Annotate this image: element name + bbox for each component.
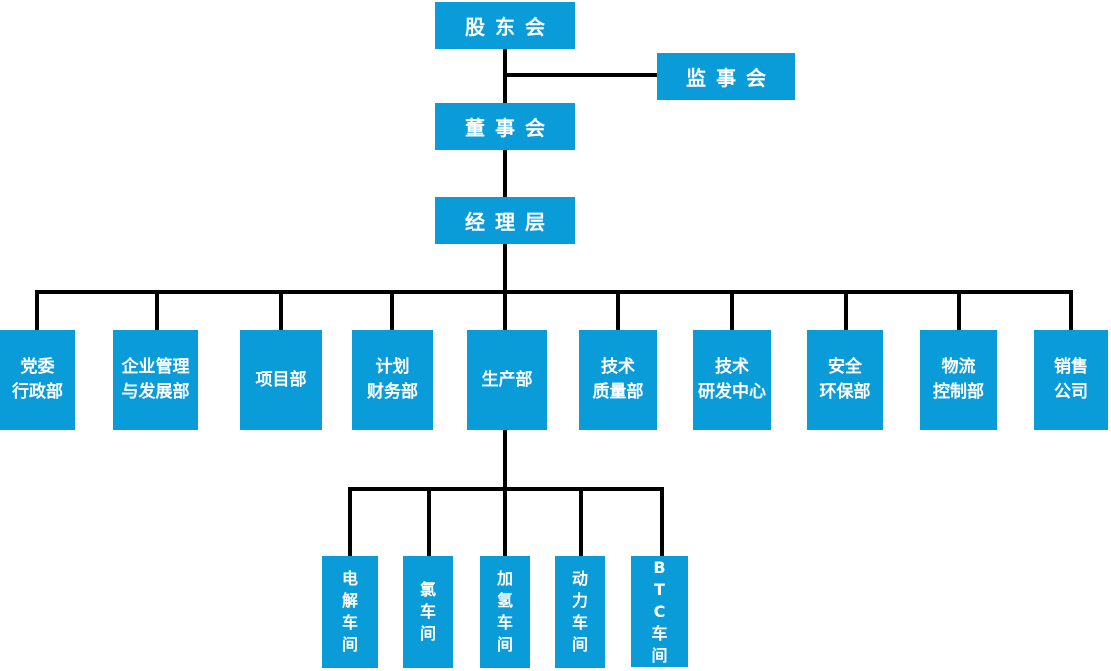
node-dept-planning-finance: 计划 财务部 <box>352 330 433 430</box>
connector-drop-dept-1 <box>35 290 39 330</box>
connector-drop-dept-8 <box>844 290 848 330</box>
connector-drop-ws-3 <box>503 487 507 556</box>
connector-drop-ws-4 <box>579 487 583 556</box>
node-supervisory-board: 监事会 <box>657 53 795 100</box>
node-dept-sales-company: 销售 公司 <box>1034 330 1108 430</box>
node-ws-chlorine: 氯 车 间 <box>403 556 453 668</box>
connector-drop-dept-3 <box>279 290 283 330</box>
node-board-of-directors: 董事会 <box>435 103 575 150</box>
node-dept-enterprise-management: 企业管理 与发展部 <box>113 330 198 430</box>
connector-shareholders-board <box>503 49 507 105</box>
connector-board-management <box>503 150 507 197</box>
node-dept-project: 项目部 <box>240 330 322 430</box>
connector-supervisory-branch <box>505 73 657 77</box>
connector-drop-ws-5 <box>660 487 664 556</box>
connector-drop-dept-4 <box>390 290 394 330</box>
connector-drop-dept-5 <box>503 290 507 330</box>
node-ws-power: 动 力 车 间 <box>555 556 605 668</box>
connector-drop-dept-9 <box>957 290 961 330</box>
node-dept-tech-quality: 技术 质量部 <box>579 330 657 430</box>
connector-drop-dept-7 <box>730 290 734 330</box>
node-dept-production: 生产部 <box>467 330 547 430</box>
node-dept-tech-rd-center: 技术 研发中心 <box>693 330 771 430</box>
node-shareholders-meeting: 股东会 <box>435 2 575 49</box>
connector-drop-dept-10 <box>1069 290 1073 330</box>
connector-management-branch <box>503 244 507 292</box>
node-dept-party-admin: 党委 行政部 <box>0 330 75 430</box>
node-dept-logistics-control: 物流 控制部 <box>920 330 997 430</box>
connector-drop-ws-1 <box>348 487 352 556</box>
connector-drop-ws-2 <box>427 487 431 556</box>
connector-drop-dept-6 <box>616 290 620 330</box>
connector-production-drop <box>503 430 507 490</box>
connector-dept-branch <box>35 290 1073 294</box>
node-management-level: 经理层 <box>435 197 575 244</box>
node-ws-electrolysis: 电 解 车 间 <box>322 556 378 668</box>
connector-drop-dept-2 <box>155 290 159 330</box>
node-ws-btc: B T C 车 间 <box>631 556 688 667</box>
node-dept-safety-environment: 安全 环保部 <box>807 330 883 430</box>
node-ws-hydrogenation: 加 氢 车 间 <box>480 556 530 668</box>
